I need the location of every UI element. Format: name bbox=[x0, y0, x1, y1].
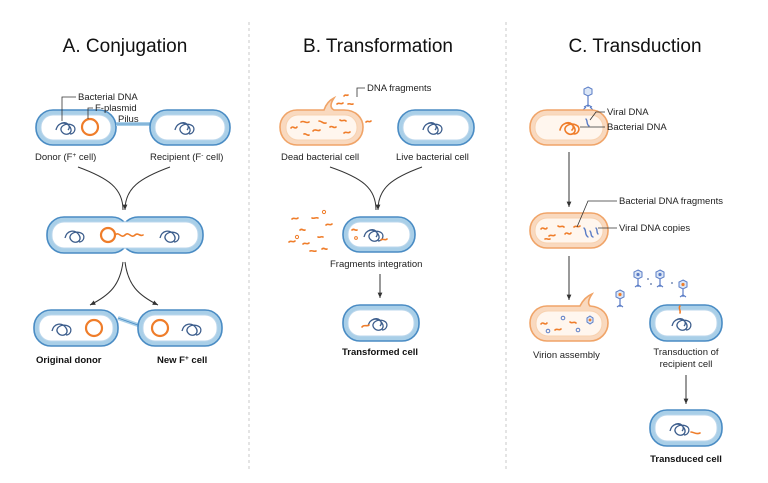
merge-arrow-left bbox=[77, 166, 124, 211]
dead-cell-label: Dead bacterial cell bbox=[281, 152, 359, 163]
transduction-recipient-cell bbox=[649, 304, 723, 342]
infected-cell bbox=[529, 109, 609, 146]
transduction-line1-label: Transduction of bbox=[653, 347, 718, 358]
new-f-plus-cell bbox=[137, 309, 223, 347]
panel-conjugation: A. Conjugation Bacterial DNA F-plasmid P… bbox=[33, 36, 231, 366]
virion-assembly-label: Virion assembly bbox=[533, 350, 600, 361]
live-cell-label: Live bacterial cell bbox=[396, 152, 469, 163]
dna-fragments-label: DNA fragments bbox=[367, 83, 432, 94]
merge-arrow-left-b bbox=[329, 166, 377, 211]
recipient-label: Recipient (F- cell) bbox=[150, 152, 223, 163]
recipient-cell bbox=[149, 109, 231, 146]
original-donor-cell bbox=[33, 309, 119, 347]
split-arrow-right bbox=[124, 261, 159, 306]
donor-label: Donor (F+ cell) bbox=[35, 152, 96, 163]
dead-cell bbox=[279, 95, 364, 146]
transduction-title: C. Transduction bbox=[568, 36, 701, 57]
live-cell bbox=[397, 109, 475, 146]
donor-cell bbox=[35, 109, 117, 146]
released-virions bbox=[615, 269, 688, 308]
pilus-label: Pilus bbox=[118, 114, 139, 125]
released-dna-fragments bbox=[336, 94, 372, 123]
viral-dna-copies-label: Viral DNA copies bbox=[619, 223, 690, 234]
bacterial-dna-leader bbox=[61, 96, 76, 121]
transformed-cell bbox=[342, 304, 420, 342]
new-cell-label: New F+ cell bbox=[157, 355, 207, 366]
transformation-title: B. Transformation bbox=[303, 36, 453, 57]
free-dna-fragments bbox=[288, 216, 333, 253]
transformed-cell-label: Transformed cell bbox=[342, 347, 418, 358]
conjugation-bacterial-dna-label: Bacterial DNA bbox=[78, 92, 138, 103]
conjugating-cells bbox=[46, 216, 204, 254]
transduced-cell bbox=[649, 409, 723, 447]
conjugation-title: A. Conjugation bbox=[63, 36, 188, 57]
panel-transduction: C. Transduction Viral DNA Bacterial DNA … bbox=[529, 36, 723, 465]
integrating-cell bbox=[342, 216, 416, 253]
lysing-cell bbox=[529, 292, 609, 342]
dna-fragments-leader bbox=[356, 87, 365, 97]
f-plasmid-label: F-plasmid bbox=[95, 103, 137, 114]
transduction-line2-label: recipient cell bbox=[660, 359, 713, 370]
merge-arrow-right bbox=[122, 166, 171, 211]
bacterial-dna-fragments-label: Bacterial DNA fragments bbox=[619, 196, 723, 207]
transduction-bacterial-dna-label: Bacterial DNA bbox=[607, 122, 667, 133]
f-plasmid-leader bbox=[87, 107, 93, 119]
bacterial-dna-fragments-leader bbox=[576, 200, 617, 228]
merge-arrow-right-b bbox=[375, 166, 423, 211]
panel-transformation: B. Transformation DNA fragments Dead bac… bbox=[279, 36, 475, 358]
viral-dna-label: Viral DNA bbox=[607, 107, 649, 118]
fragmented-cell bbox=[529, 212, 609, 249]
viral-dna-leader bbox=[589, 111, 605, 121]
transduced-cell-label: Transduced cell bbox=[650, 454, 722, 465]
integration-label: Fragments integration bbox=[330, 259, 422, 270]
bacteriophage-icon bbox=[582, 86, 594, 111]
original-donor-label: Original donor bbox=[36, 355, 102, 366]
split-arrow-left bbox=[89, 261, 124, 306]
